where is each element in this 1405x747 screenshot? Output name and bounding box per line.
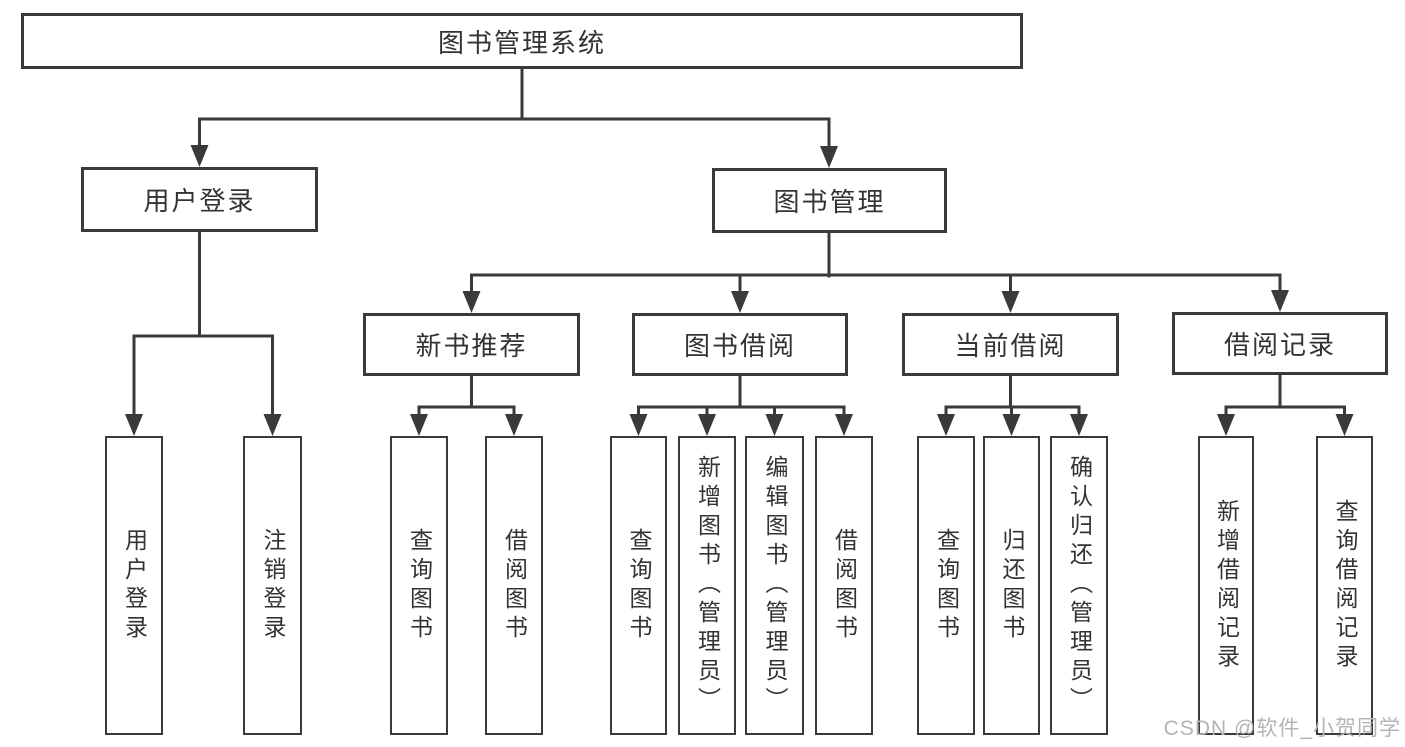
leaf-current-query-books: 查询图书 xyxy=(917,436,975,735)
arrowhead-icon xyxy=(820,146,838,168)
leaf-label: 编辑图书（管理员） xyxy=(762,455,788,716)
arrowhead-icon xyxy=(1335,414,1354,436)
leaf-borrow-query-books: 查询图书 xyxy=(610,436,667,735)
node-new-book-recommendation: 新书推荐 xyxy=(363,313,580,376)
leaf-label: 查询图书 xyxy=(626,527,652,644)
node-root: 图书管理系统 xyxy=(21,13,1023,69)
arrowhead-icon xyxy=(410,414,428,436)
arrowhead-icon xyxy=(190,145,209,167)
leaf-current-return-books: 归还图书 xyxy=(983,436,1040,735)
leaf-label: 借阅图书 xyxy=(831,527,858,644)
arrowhead-icon xyxy=(263,414,282,436)
node-book-borrowing: 图书借阅 xyxy=(632,313,848,376)
arrowhead-icon xyxy=(1217,414,1235,436)
leaf-borrow-borrow-books: 借阅图书 xyxy=(815,436,873,735)
arrowheads xyxy=(125,145,1354,436)
arrowhead-icon xyxy=(505,414,523,436)
elbow-lines xyxy=(132,67,1346,422)
leaf-label: 查询图书 xyxy=(933,527,960,644)
leaf-newbook-query-books: 查询图书 xyxy=(390,436,448,735)
leaf-label: 借阅图书 xyxy=(501,527,528,644)
arrowhead-icon xyxy=(835,414,853,436)
leaf-newbook-borrow-books: 借阅图书 xyxy=(485,436,543,735)
arrowhead-icon xyxy=(1271,290,1289,312)
arrowhead-icon xyxy=(937,414,955,436)
node-current-borrowing: 当前借阅 xyxy=(902,313,1119,376)
leaf-user-login: 用户登录 xyxy=(105,436,163,735)
leaf-label: 查询借阅记录 xyxy=(1332,498,1358,673)
leaf-label: 新增图书（管理员） xyxy=(694,455,721,716)
node-user-login: 用户登录 xyxy=(81,167,318,232)
arrowhead-icon xyxy=(1070,414,1088,436)
watermark: CSDN @软件_小贺同学 xyxy=(1163,717,1401,740)
leaf-borrow-add-books-admin: 新增图书（管理员） xyxy=(678,436,736,735)
arrowhead-icon xyxy=(629,414,648,436)
arrowhead-icon xyxy=(462,291,481,313)
leaf-borrow-edit-books-admin: 编辑图书（管理员） xyxy=(745,436,804,735)
leaf-records-add-borrow-record: 新增借阅记录 xyxy=(1198,436,1254,735)
arrowhead-icon xyxy=(731,291,749,313)
arrowhead-icon xyxy=(1001,291,1020,313)
node-book-management: 图书管理 xyxy=(712,168,947,233)
node-borrowing-records: 借阅记录 xyxy=(1172,312,1388,375)
leaf-label: 注销登录 xyxy=(260,527,286,644)
arrowhead-icon xyxy=(765,414,784,436)
arrowhead-icon xyxy=(698,414,716,436)
arrowhead-icon xyxy=(1002,414,1021,436)
leaf-label: 确认归还（管理员） xyxy=(1066,455,1093,716)
leaf-logout-login: 注销登录 xyxy=(243,436,302,735)
leaf-current-confirm-return-admin: 确认归还（管理员） xyxy=(1050,436,1108,735)
leaf-records-query-borrow-record: 查询借阅记录 xyxy=(1316,436,1373,735)
leaf-label: 新增借阅记录 xyxy=(1213,498,1240,673)
leaf-label: 归还图书 xyxy=(999,527,1025,644)
leaf-label: 用户登录 xyxy=(121,527,148,644)
arrowhead-icon xyxy=(125,414,143,436)
leaf-label: 查询图书 xyxy=(406,527,433,644)
